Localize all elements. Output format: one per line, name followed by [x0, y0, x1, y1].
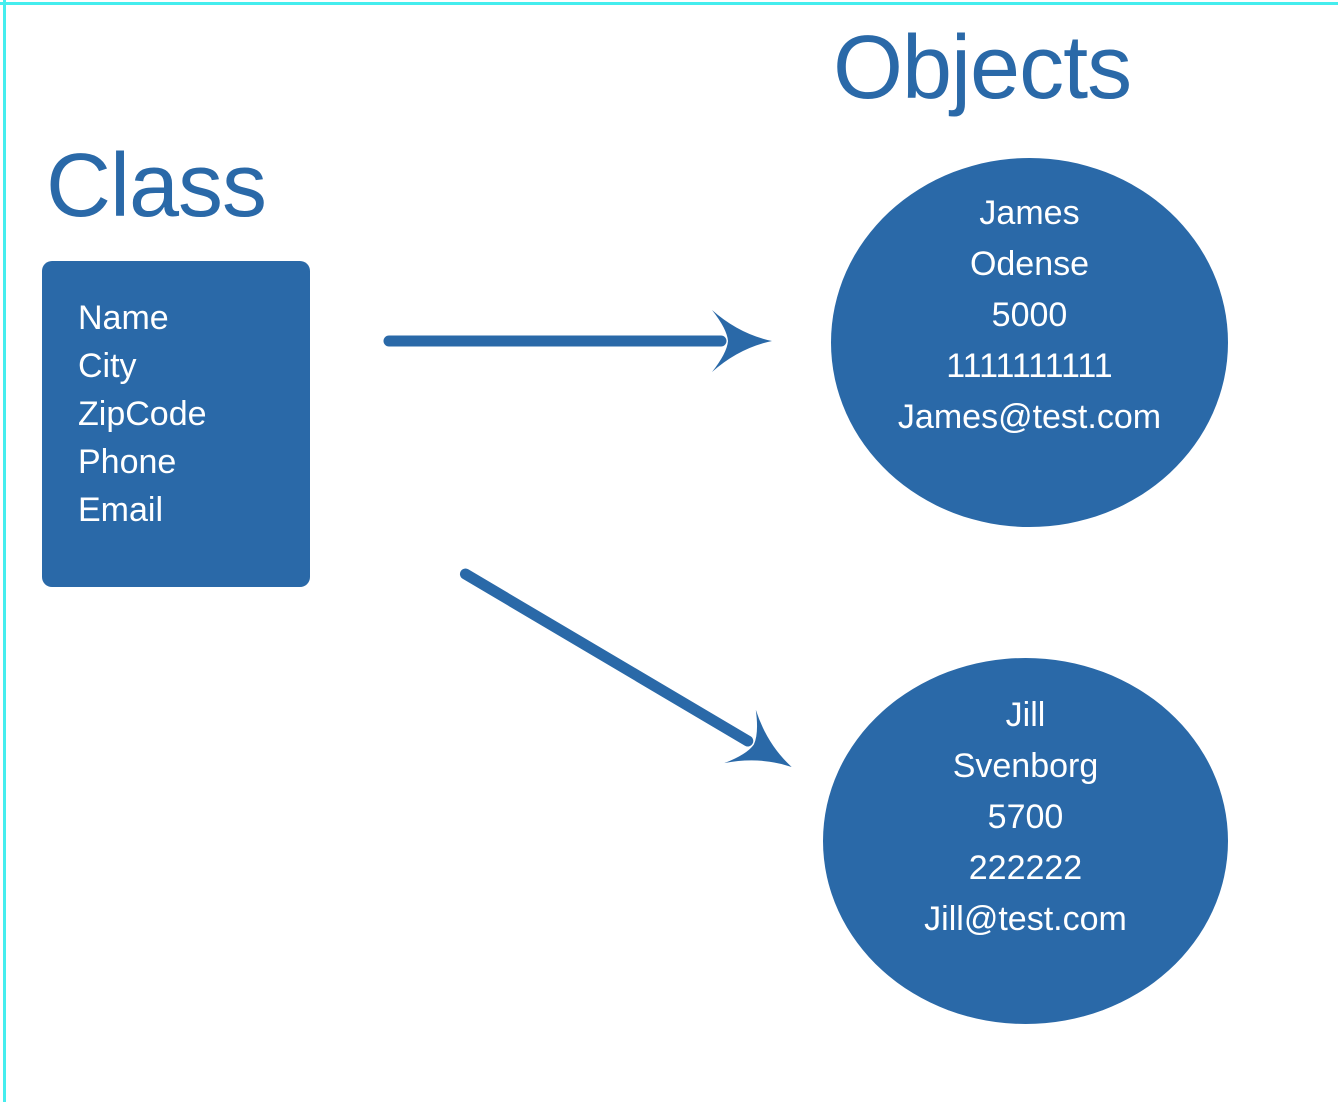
object-phone: 222222 — [968, 849, 1083, 887]
object-phone: 1111111111 — [946, 347, 1113, 385]
objects-title: Objects — [833, 18, 1132, 118]
arrow-right-icon — [383, 310, 772, 372]
object-name: Jill — [1005, 696, 1046, 734]
class-attributes-box: Name City ZipCode Phone Email — [42, 261, 310, 587]
class-attribute-name: Name — [78, 299, 169, 337]
class-title: Class — [46, 136, 267, 236]
guide-line-horizontal — [0, 2, 1338, 5]
guide-line-vertical — [3, 0, 6, 1102]
class-attribute-email: Email — [78, 491, 164, 529]
object-city: Odense — [969, 245, 1090, 283]
object-zipcode: 5000 — [991, 296, 1068, 334]
object-ellipse-jill: Jill Svenborg 5700 222222 Jill@test.com — [823, 658, 1228, 1024]
object-email: Jill@test.com — [924, 900, 1127, 938]
arrow-down-right-icon — [459, 568, 792, 767]
object-ellipse-james: James Odense 5000 1111111111 James@test.… — [831, 158, 1228, 527]
object-zipcode: 5700 — [987, 798, 1064, 836]
object-name: James — [979, 194, 1080, 232]
class-attribute-city: City — [78, 347, 137, 385]
class-attribute-phone: Phone — [78, 443, 177, 481]
class-attribute-zipcode: ZipCode — [78, 395, 207, 433]
object-email: James@test.com — [897, 398, 1162, 436]
object-city: Svenborg — [952, 747, 1099, 785]
